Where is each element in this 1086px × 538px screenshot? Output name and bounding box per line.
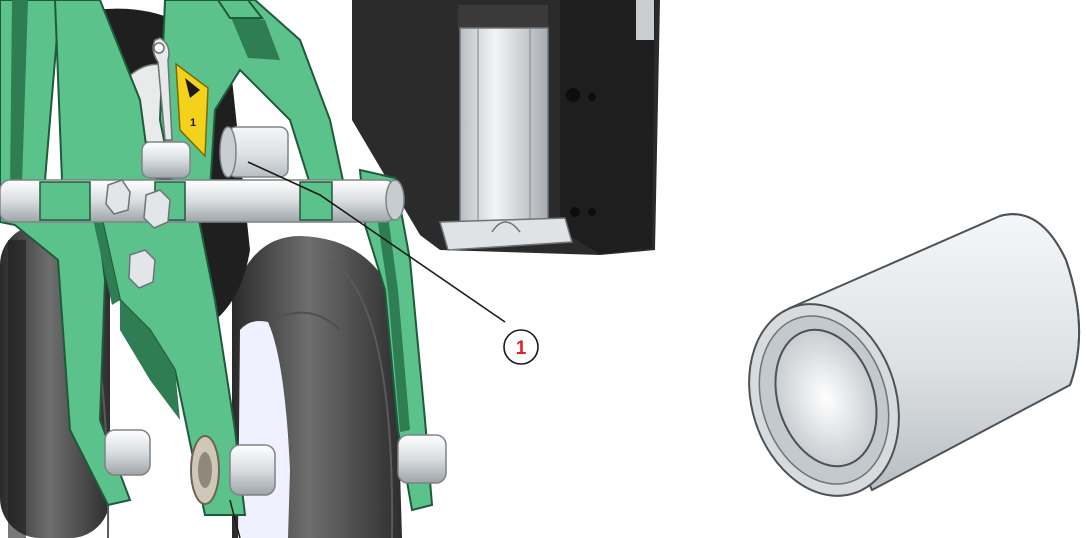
bushing-installed — [219, 126, 289, 178]
assembly-view: 1 1 — [0, 0, 660, 538]
guide-rod — [439, 5, 573, 251]
frame-plate-right — [358, 168, 434, 512]
warning-decal-text: 1 — [190, 117, 196, 129]
hex-nut — [105, 179, 171, 289]
callout-1: 1 — [247, 161, 539, 365]
callout-circle — [503, 329, 539, 365]
leader-line — [247, 161, 506, 323]
cross-pin-upper — [141, 37, 191, 179]
cross-pin-lower — [0, 179, 405, 223]
wheel-axle — [104, 429, 447, 538]
bushing-detail — [748, 213, 1081, 497]
warning-decal: 1 — [175, 62, 209, 158]
callout-number: 1 — [516, 338, 527, 359]
